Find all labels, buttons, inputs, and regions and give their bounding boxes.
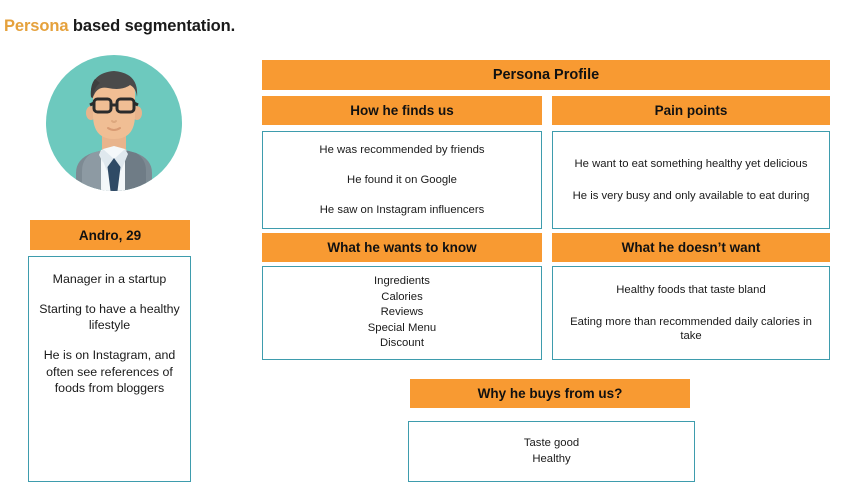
how-he-finds-us-box: He was recommended by friends He found i… (262, 131, 542, 229)
list-item: Ingredients (374, 275, 430, 288)
list-item: Special Menu (367, 321, 437, 334)
list-item: Taste good (523, 436, 580, 449)
persona-name-banner: Andro, 29 (30, 220, 190, 250)
list-item: He is very busy and only available to ea… (572, 190, 810, 202)
what-he-doesnt-want-box: Healthy foods that taste bland Eating mo… (552, 266, 830, 360)
how-he-finds-us-header: How he finds us (262, 96, 542, 125)
what-he-doesnt-want-header: What he doesn’t want (552, 233, 830, 262)
list-item: He found it on Google (347, 173, 457, 186)
list-item: Healthy foods that taste bland (616, 283, 766, 296)
avatar (46, 55, 182, 191)
avatar-circle (46, 55, 182, 191)
list-item: He saw on Instagram influencers (319, 204, 485, 217)
list-item: Discount (380, 337, 424, 350)
pain-points-label: Pain points (654, 103, 728, 118)
pain-points-box: He want to eat something healthy yet del… (552, 131, 830, 229)
persona-bio-box: Manager in a startup Starting to have a … (28, 256, 191, 482)
persona-name-label: Andro, 29 (78, 227, 142, 243)
pain-points-header: Pain points (552, 96, 830, 125)
why-he-buys-from-us-header: Why he buys from us? (410, 379, 690, 408)
what-he-wants-to-know-label: What he wants to know (327, 240, 477, 255)
list-item: Reviews (380, 306, 424, 319)
list-item: Healthy (532, 452, 571, 465)
bio-line: Manager in a startup (52, 272, 167, 286)
persona-profile-header-label: Persona Profile (492, 67, 600, 83)
list-item: Eating more than recommended daily calor… (570, 315, 812, 343)
persona-profile-header: Persona Profile (262, 60, 830, 90)
bio-line: He is on Instagram, and often see refere… (43, 348, 176, 395)
male-avatar-glasses-suit-icon (76, 71, 152, 191)
page-title-accent: Persona (4, 17, 69, 35)
why-he-buys-from-us-box: Taste good Healthy (408, 421, 695, 482)
what-he-wants-to-know-header: What he wants to know (262, 233, 542, 262)
bio-line: Starting to have a healthy lifestyle (39, 302, 180, 333)
list-item: He was recommended by friends (319, 143, 485, 156)
what-he-wants-to-know-box: Ingredients Calories Reviews Special Men… (262, 266, 542, 360)
how-he-finds-us-label: How he finds us (350, 103, 454, 118)
why-he-buys-from-us-label: Why he buys from us? (477, 386, 623, 401)
what-he-doesnt-want-label: What he doesn’t want (621, 240, 761, 255)
list-item: Calories (381, 290, 423, 303)
page-title: Persona based segmentation. (4, 17, 235, 36)
list-item: He want to eat something healthy yet del… (574, 157, 808, 170)
page-title-rest: based segmentation. (68, 17, 236, 35)
